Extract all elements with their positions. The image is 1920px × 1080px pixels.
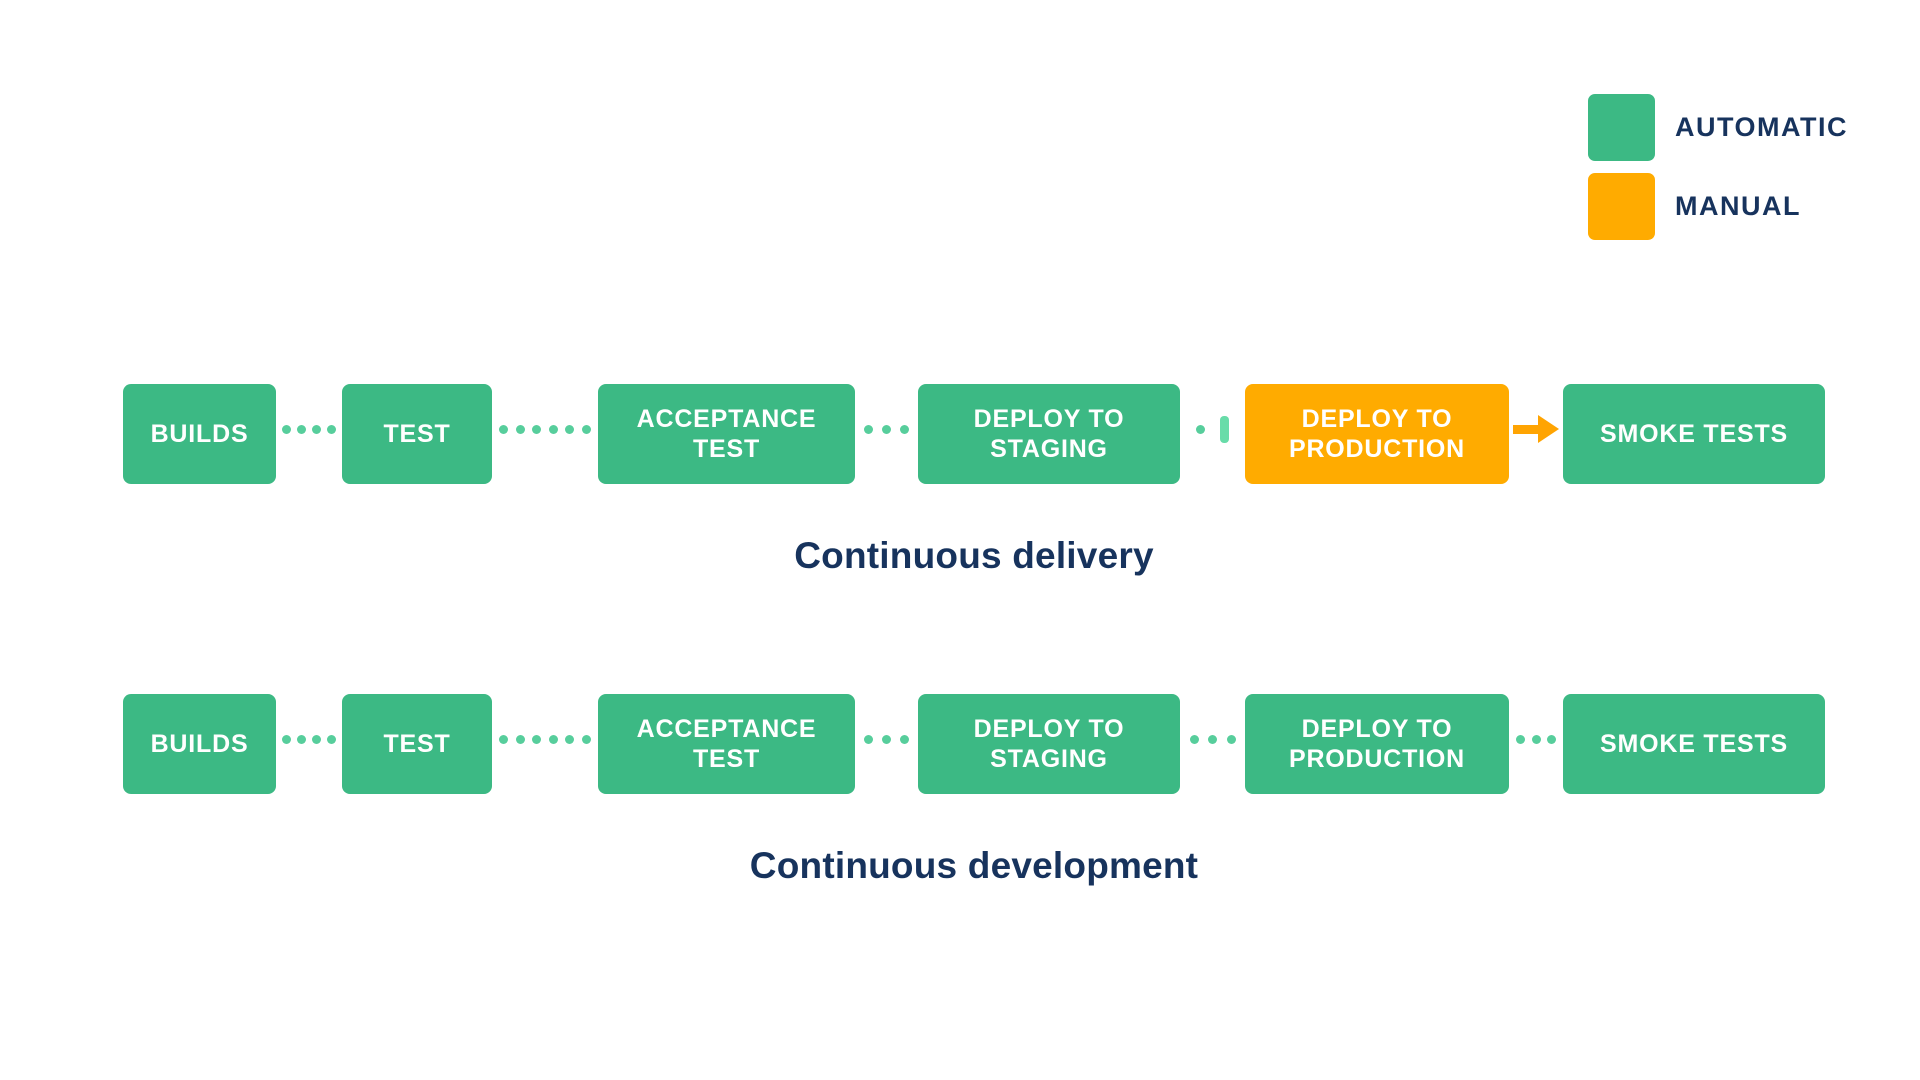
caption-continuous-development: Continuous development bbox=[749, 845, 1199, 886]
connector-dots bbox=[492, 384, 598, 484]
connector-dot-icon bbox=[297, 424, 306, 434]
connector-dot-icon bbox=[581, 424, 591, 434]
connector-dot-icon bbox=[312, 424, 321, 434]
connector-dot-icon bbox=[312, 734, 321, 744]
connector-dot-gate bbox=[1180, 384, 1245, 484]
caption-continuous-delivery: Continuous delivery bbox=[794, 535, 1154, 576]
stage-label: BUILDS bbox=[150, 730, 249, 758]
connector-dot-icon bbox=[900, 424, 909, 434]
stage-label: ACCEPTANCE TEST bbox=[636, 715, 817, 773]
connector-dot-icon bbox=[565, 734, 575, 744]
connector-dot-icon bbox=[532, 424, 542, 434]
stage-test: TEST bbox=[342, 694, 492, 794]
connector-dot-icon bbox=[864, 424, 873, 434]
stage-label: BUILDS bbox=[150, 420, 249, 448]
connector-dots bbox=[276, 694, 342, 794]
stage-label: ACCEPTANCE TEST bbox=[636, 405, 817, 463]
stage-label: SMOKE TESTS bbox=[1600, 730, 1788, 758]
stage-label: DEPLOY TO STAGING bbox=[973, 405, 1125, 463]
stage-deploy-to-staging: DEPLOY TO STAGING bbox=[918, 694, 1180, 794]
connector-dot-icon bbox=[581, 734, 591, 744]
stage-test: TEST bbox=[342, 384, 492, 484]
connector-dot-icon bbox=[532, 734, 542, 744]
connector-dot-icon bbox=[900, 734, 909, 744]
stage-label: TEST bbox=[383, 420, 451, 448]
connector-dots bbox=[276, 384, 342, 484]
connector-dot-icon bbox=[864, 734, 873, 744]
connector-dot-icon bbox=[499, 734, 509, 744]
stage-builds: BUILDS bbox=[123, 384, 276, 484]
legend: AUTOMATIC MANUAL bbox=[1588, 94, 1848, 252]
stage-deploy-to-production: DEPLOY TO PRODUCTION bbox=[1245, 384, 1509, 484]
stage-label: SMOKE TESTS bbox=[1600, 420, 1788, 448]
connector-dots bbox=[855, 694, 918, 794]
stage-deploy-to-staging: DEPLOY TO STAGING bbox=[918, 384, 1180, 484]
automatic-swatch-icon bbox=[1588, 94, 1655, 161]
stage-acceptance-test: ACCEPTANCE TEST bbox=[598, 384, 855, 484]
connector-dot-icon bbox=[1226, 734, 1236, 744]
stage-label: TEST bbox=[383, 730, 451, 758]
connector-dots bbox=[855, 384, 918, 484]
connector-dot-icon bbox=[515, 734, 525, 744]
connector-dots bbox=[1180, 694, 1245, 794]
connector-dot-icon bbox=[548, 734, 558, 744]
legend-item-automatic: AUTOMATIC bbox=[1588, 94, 1848, 161]
connector-arrow bbox=[1509, 384, 1563, 484]
connector-dot-icon bbox=[499, 424, 509, 434]
connector-dot-icon bbox=[282, 734, 291, 744]
connector-dot-icon bbox=[1195, 424, 1205, 434]
connector-dot-icon bbox=[327, 734, 336, 744]
connector-dot-icon bbox=[548, 424, 558, 434]
manual-swatch-icon bbox=[1588, 173, 1655, 240]
stage-label: DEPLOY TO PRODUCTION bbox=[1288, 715, 1466, 773]
manual-gate-icon bbox=[1220, 415, 1230, 443]
connector-dot-icon bbox=[565, 424, 575, 434]
legend-item-manual: MANUAL bbox=[1588, 173, 1848, 240]
stage-smoke-tests: SMOKE TESTS bbox=[1563, 694, 1825, 794]
connector-dots bbox=[492, 694, 598, 794]
connector-dot-icon bbox=[1547, 734, 1557, 744]
stage-deploy-to-production: DEPLOY TO PRODUCTION bbox=[1245, 694, 1509, 794]
connector-dot-icon bbox=[1531, 734, 1541, 744]
connector-dots bbox=[1509, 694, 1563, 794]
pipeline-continuous-delivery: BUILDS TEST ACCEPTANCE TEST DEPLOY TO STAGI… bbox=[123, 384, 1825, 484]
legend-label-manual: MANUAL bbox=[1675, 191, 1801, 221]
stage-acceptance-test: ACCEPTANCE TEST bbox=[598, 694, 855, 794]
connector-dot-icon bbox=[1189, 734, 1199, 744]
arrow-shaft bbox=[1513, 424, 1538, 434]
stage-label: DEPLOY TO STAGING bbox=[973, 715, 1125, 773]
stage-label: DEPLOY TO PRODUCTION bbox=[1288, 405, 1466, 463]
connector-dot-icon bbox=[327, 424, 336, 434]
connector-dot-icon bbox=[1208, 734, 1217, 744]
connector-dot-icon bbox=[882, 424, 891, 434]
legend-label-automatic: AUTOMATIC bbox=[1675, 112, 1848, 142]
connector-dot-icon bbox=[515, 424, 525, 434]
stage-builds: BUILDS bbox=[123, 694, 276, 794]
connector-dot-icon bbox=[882, 734, 891, 744]
arrow-head bbox=[1538, 415, 1559, 443]
pipeline-continuous-development: BUILDS TEST ACCEPTANCE TEST DEPLOY TO STAGI… bbox=[123, 694, 1825, 794]
connector-dot-icon bbox=[1515, 734, 1525, 744]
stage-smoke-tests: SMOKE TESTS bbox=[1563, 384, 1825, 484]
manual-arrow-icon bbox=[1513, 415, 1559, 443]
connector-dot-icon bbox=[297, 734, 306, 744]
connector-dot-icon bbox=[282, 424, 291, 434]
